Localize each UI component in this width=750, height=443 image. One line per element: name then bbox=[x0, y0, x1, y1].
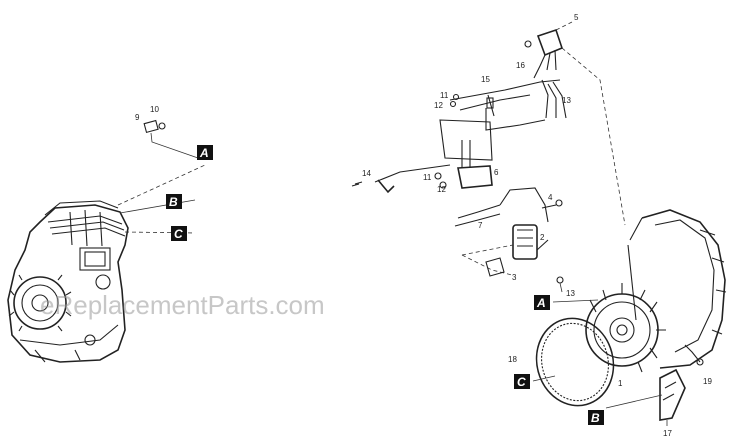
part-number: 4 bbox=[548, 193, 553, 202]
leader-c-right bbox=[532, 375, 556, 382]
callout-a-right: A bbox=[534, 295, 550, 310]
part-number: 7 bbox=[478, 221, 483, 230]
part-5-module bbox=[524, 21, 626, 226]
part-number: 11 bbox=[423, 173, 432, 182]
ignition-coil-6 bbox=[351, 119, 493, 194]
part-number: 3 bbox=[512, 273, 517, 282]
wire-harness bbox=[449, 79, 567, 131]
part-number: 15 bbox=[481, 75, 490, 84]
part-number: 12 bbox=[434, 101, 443, 110]
part-number: 2 bbox=[540, 233, 545, 242]
part-number: 10 bbox=[150, 105, 159, 114]
part-number-labels: 5 16 15 13 11 12 14 11 12 6 4 7 2 3 13 1… bbox=[135, 13, 712, 438]
callout-b-left: B bbox=[166, 194, 182, 209]
leader-b-right bbox=[605, 394, 663, 409]
wires-7-4 bbox=[454, 187, 563, 227]
part-number: 5 bbox=[574, 13, 579, 22]
part-number: 13 bbox=[566, 289, 575, 298]
ring-gear-18 bbox=[535, 317, 615, 407]
flywheel bbox=[585, 283, 666, 373]
part-2-coil bbox=[461, 224, 564, 293]
callout-b-right: B bbox=[588, 410, 604, 425]
bolt-9-10 bbox=[143, 119, 199, 159]
part-number: 1 bbox=[618, 379, 623, 388]
callout-c-right-label: C bbox=[517, 375, 526, 389]
fan-shroud bbox=[627, 209, 727, 369]
callout-a-left-label: A bbox=[199, 146, 209, 160]
callout-c-right: C bbox=[514, 374, 530, 389]
callout-b-left-label: B bbox=[169, 195, 178, 209]
callout-a-right-label: A bbox=[536, 296, 546, 310]
callout-a-left: A bbox=[197, 145, 213, 160]
part-number: 16 bbox=[516, 61, 525, 70]
part-17-module bbox=[659, 344, 704, 426]
part-number: 18 bbox=[508, 355, 517, 364]
engine-block-illustration bbox=[7, 200, 129, 363]
part-number: 11 bbox=[440, 91, 449, 100]
watermark: eReplacementParts.com bbox=[40, 290, 325, 320]
leader-a-left bbox=[117, 164, 206, 206]
callout-b-right-label: B bbox=[591, 411, 600, 425]
part-number: 13 bbox=[562, 96, 571, 105]
callout-c-left-label: C bbox=[174, 227, 183, 241]
part-number: 14 bbox=[362, 169, 371, 178]
leader-b-left bbox=[119, 199, 196, 214]
part-number: 17 bbox=[663, 429, 672, 438]
part-number: 6 bbox=[494, 168, 499, 177]
leader-a-right bbox=[552, 299, 599, 303]
callout-c-left: C bbox=[171, 226, 187, 241]
part-number: 9 bbox=[135, 113, 140, 122]
part-number: 19 bbox=[703, 377, 712, 386]
part-number: 12 bbox=[437, 185, 446, 194]
